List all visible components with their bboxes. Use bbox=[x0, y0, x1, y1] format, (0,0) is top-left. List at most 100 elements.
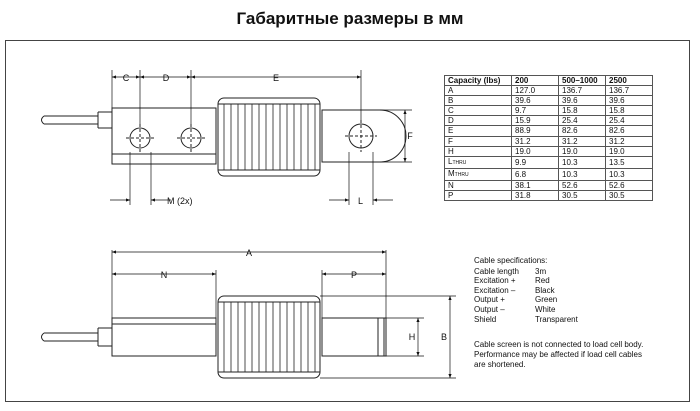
row-label-subscript: THRU bbox=[452, 159, 467, 166]
table-cell: 10.3 bbox=[605, 167, 653, 181]
table-header: Capacity (lbs) bbox=[444, 74, 512, 87]
cable-spec-key: Output + bbox=[474, 295, 505, 305]
table-cell: 30.5 bbox=[605, 190, 653, 202]
dim-label-a: A bbox=[246, 248, 252, 258]
table-cell-label: D bbox=[444, 115, 512, 127]
cable-note: Cable screen is not connected to load ce… bbox=[474, 340, 644, 369]
cable-spec-value: 3m bbox=[535, 266, 547, 276]
cable-spec-key: Shield bbox=[474, 314, 497, 324]
cable-spec-row: Cable length 3m bbox=[474, 267, 578, 277]
table-cell: 31.8 bbox=[511, 190, 559, 202]
table-cell: 31.2 bbox=[558, 135, 606, 147]
cable-spec-key: Cable length bbox=[474, 266, 519, 276]
cable-spec-key: Output – bbox=[474, 304, 505, 314]
table-cell: 9.9 bbox=[511, 155, 559, 169]
cable-spec-row: Output – White bbox=[474, 305, 578, 315]
cable-spec-value: Transparent bbox=[535, 314, 578, 324]
cable-spec-value: Black bbox=[535, 285, 555, 295]
top-view bbox=[41, 97, 407, 177]
drawing-frame bbox=[5, 40, 690, 402]
table-cell: 52.6 bbox=[558, 179, 606, 192]
side-bellows bbox=[217, 295, 321, 379]
cable-spec-row: Excitation + Red bbox=[474, 276, 578, 286]
cable-spec-title: Cable specifications: bbox=[474, 256, 548, 265]
left-cylinder bbox=[111, 317, 217, 357]
table-cell-label: A bbox=[444, 85, 512, 97]
table-cell: 127.0 bbox=[511, 85, 559, 97]
table-cell-label: E bbox=[444, 125, 512, 137]
row-label: A bbox=[448, 86, 454, 96]
table-cell: 25.4 bbox=[605, 115, 653, 127]
page-title: Габаритные размеры в мм bbox=[236, 9, 464, 28]
row-label: E bbox=[448, 126, 454, 136]
right-cylinder bbox=[321, 317, 385, 357]
table-cell: 82.6 bbox=[558, 125, 606, 137]
side-dimensions bbox=[111, 250, 456, 379]
table-cell-label: H bbox=[444, 145, 512, 157]
table-cell: 15.8 bbox=[605, 105, 653, 117]
dim-label-l: L bbox=[358, 196, 363, 206]
cable-spec-value: Green bbox=[535, 295, 558, 305]
table-cell: 136.7 bbox=[558, 85, 606, 97]
cable-spec-value: White bbox=[535, 304, 556, 314]
dim-label-b: B bbox=[441, 332, 447, 342]
cable-spec-row: Shield Transparent bbox=[474, 315, 578, 325]
row-label-subscript: THRU bbox=[454, 171, 469, 178]
row-label: P bbox=[448, 191, 454, 201]
table-cell: 10.3 bbox=[558, 155, 606, 169]
mount-hole-2 bbox=[180, 127, 202, 149]
cable-spec-key: Excitation – bbox=[474, 285, 516, 295]
table-cell-label: LTHRU bbox=[444, 155, 512, 169]
cable-spec-value: Red bbox=[535, 276, 550, 286]
table-cell: 15.9 bbox=[511, 115, 559, 127]
table-cell-label: B bbox=[444, 95, 512, 107]
row-label: H bbox=[448, 146, 454, 156]
table-cell: 39.6 bbox=[605, 95, 653, 107]
row-label: B bbox=[448, 96, 454, 106]
row-label: F bbox=[448, 136, 453, 146]
row-label: N bbox=[448, 180, 454, 190]
table-cell: 136.7 bbox=[605, 85, 653, 97]
table-cell-label: C bbox=[444, 105, 512, 117]
right-mount-block bbox=[321, 109, 407, 163]
top-dimensions bbox=[110, 70, 412, 205]
table-cell-label: P bbox=[444, 190, 512, 202]
top-cable bbox=[41, 111, 112, 129]
dim-label-h: H bbox=[409, 332, 416, 342]
dim-label-f: F bbox=[407, 131, 413, 141]
mount-hole-1 bbox=[129, 127, 151, 149]
row-label: C bbox=[448, 106, 454, 116]
left-mount-block bbox=[111, 107, 217, 165]
table-cell: 19.0 bbox=[605, 145, 653, 157]
row-label: L bbox=[448, 156, 453, 166]
top-bellows bbox=[217, 97, 321, 177]
table-cell: 9.7 bbox=[511, 105, 559, 117]
table-header-row: Capacity (lbs) 200 500–1000 2500 bbox=[444, 74, 653, 87]
row-label: D bbox=[448, 116, 454, 126]
table-cell: 13.5 bbox=[605, 155, 653, 169]
row-label: M bbox=[448, 168, 455, 178]
table-cell: 31.2 bbox=[511, 135, 559, 147]
table-cell: 6.8 bbox=[511, 167, 559, 181]
table-cell: 15.8 bbox=[558, 105, 606, 117]
table-cell-label: N bbox=[444, 179, 512, 192]
table-cell: 19.0 bbox=[558, 145, 606, 157]
cable-spec-key: Excitation + bbox=[474, 276, 516, 286]
dim-label-p: P bbox=[351, 270, 357, 280]
dim-label-m: M (2x) bbox=[167, 196, 193, 206]
table-cell: 88.9 bbox=[511, 125, 559, 137]
side-view bbox=[41, 295, 387, 379]
dim-label-e: E bbox=[273, 73, 279, 83]
table-header: 200 bbox=[511, 74, 559, 87]
cable-spec-row: Excitation – Black bbox=[474, 286, 578, 296]
table-header: 500–1000 bbox=[558, 74, 606, 87]
